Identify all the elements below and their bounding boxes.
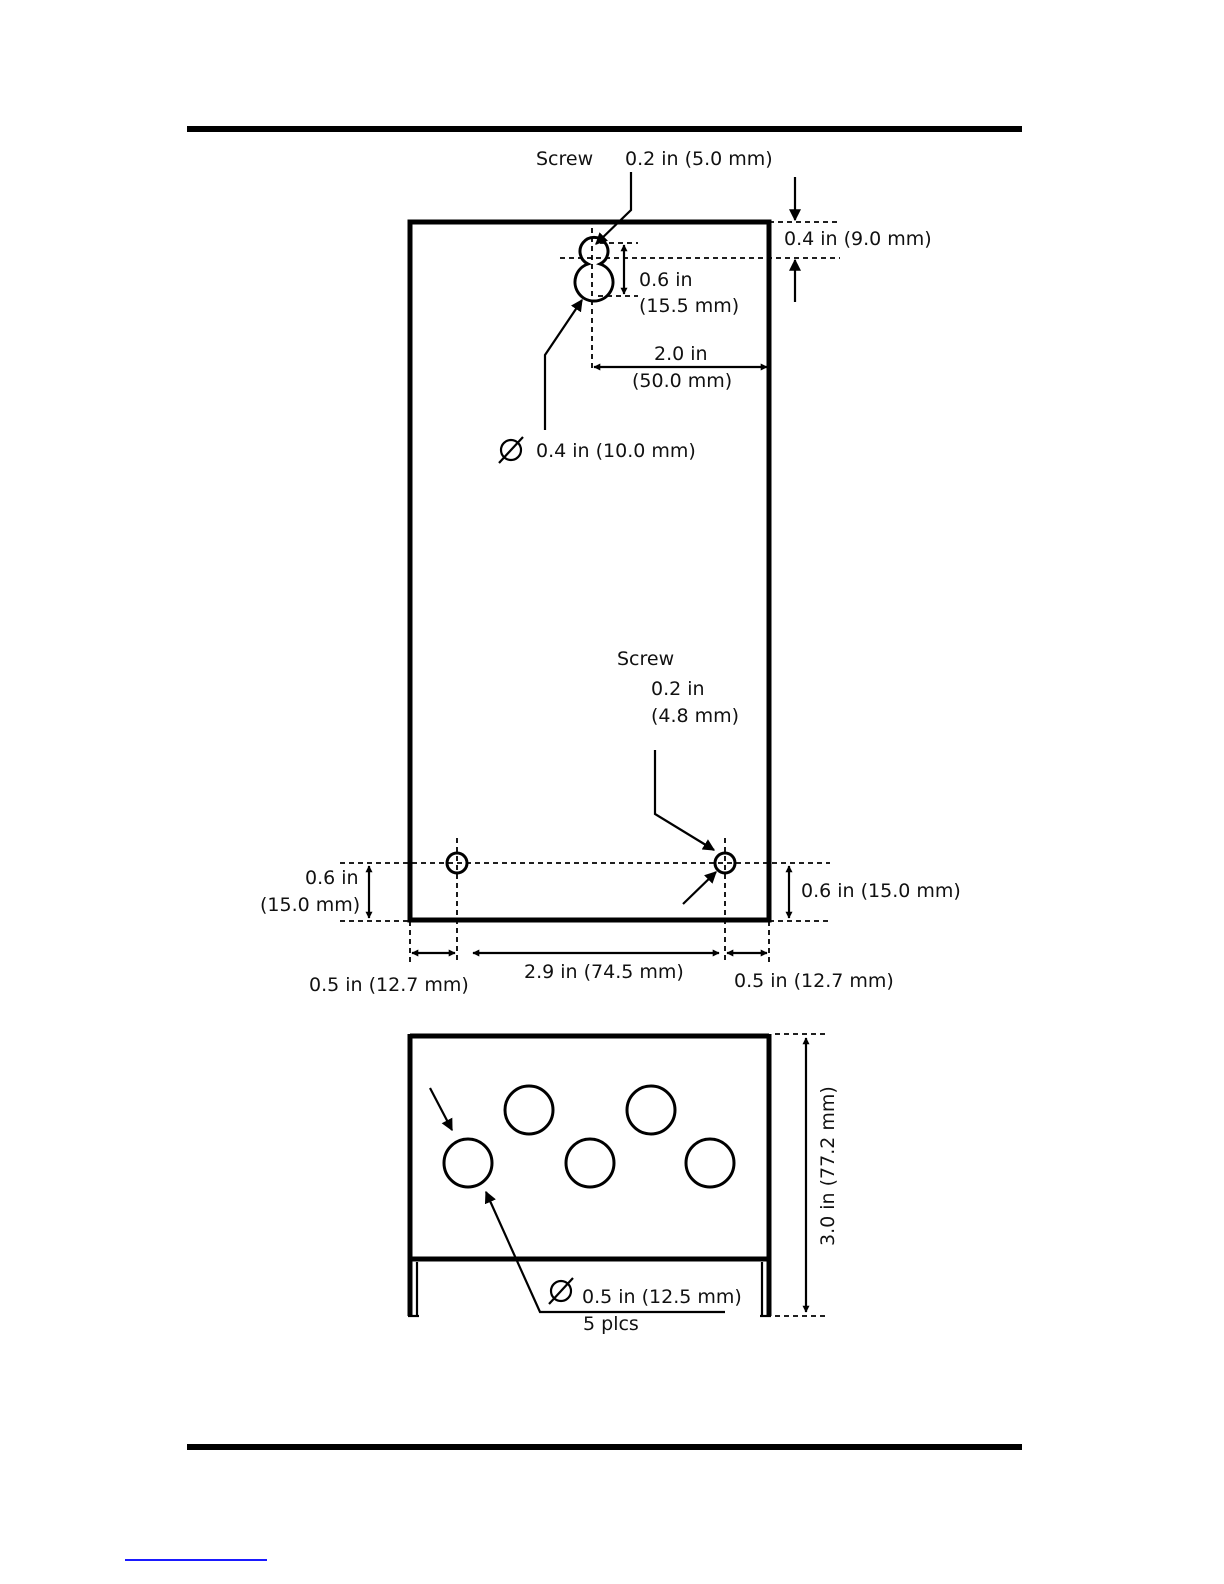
- knockout-diameter: 0.5 in (12.5 mm): [582, 1286, 742, 1308]
- keyhole-length-in: 0.6 in: [639, 269, 693, 291]
- knockout-5: [686, 1139, 734, 1187]
- knockout-count: 5 plcs: [583, 1313, 639, 1335]
- knockout-1: [444, 1139, 492, 1187]
- keyhole-right-mm: (50.0 mm): [632, 370, 732, 392]
- knockout-2: [505, 1086, 553, 1134]
- screw-bottom-in: 0.2 in: [651, 678, 705, 700]
- edge-left-dim: 0.5 in (12.7 mm): [309, 974, 469, 996]
- knockout-4: [627, 1086, 675, 1134]
- keyhole-diameter: 0.4 in (10.0 mm): [536, 440, 696, 462]
- screw-top-size: 0.2 in (5.0 mm): [625, 148, 773, 170]
- bottom-left-mm: (15.0 mm): [260, 894, 360, 916]
- keyhole-length-mm: (15.5 mm): [639, 295, 739, 317]
- hole-spacing-dim: 2.9 in (74.5 mm): [524, 961, 684, 983]
- screw-top-label: Screw: [536, 148, 593, 170]
- bottom-left-in: 0.6 in: [305, 867, 359, 889]
- screw-bottom-label: Screw: [617, 648, 674, 670]
- diameter-icon: [499, 437, 523, 463]
- side-panel: [408, 1034, 771, 1316]
- edge-right-dim: 0.5 in (12.7 mm): [734, 970, 894, 992]
- top-offset-dim: 0.4 in (9.0 mm): [784, 228, 932, 250]
- bottom-right-dim: 0.6 in (15.0 mm): [801, 880, 961, 902]
- diameter-icon: [549, 1278, 573, 1304]
- height-dim: 3.0 in (77.2 mm): [817, 1086, 839, 1246]
- back-plate-outline: [410, 222, 769, 920]
- keyhole-right-in: 2.0 in: [654, 343, 708, 365]
- knockout-3: [566, 1139, 614, 1187]
- screw-bottom-mm: (4.8 mm): [651, 705, 739, 727]
- keyhole-slot: [575, 237, 613, 301]
